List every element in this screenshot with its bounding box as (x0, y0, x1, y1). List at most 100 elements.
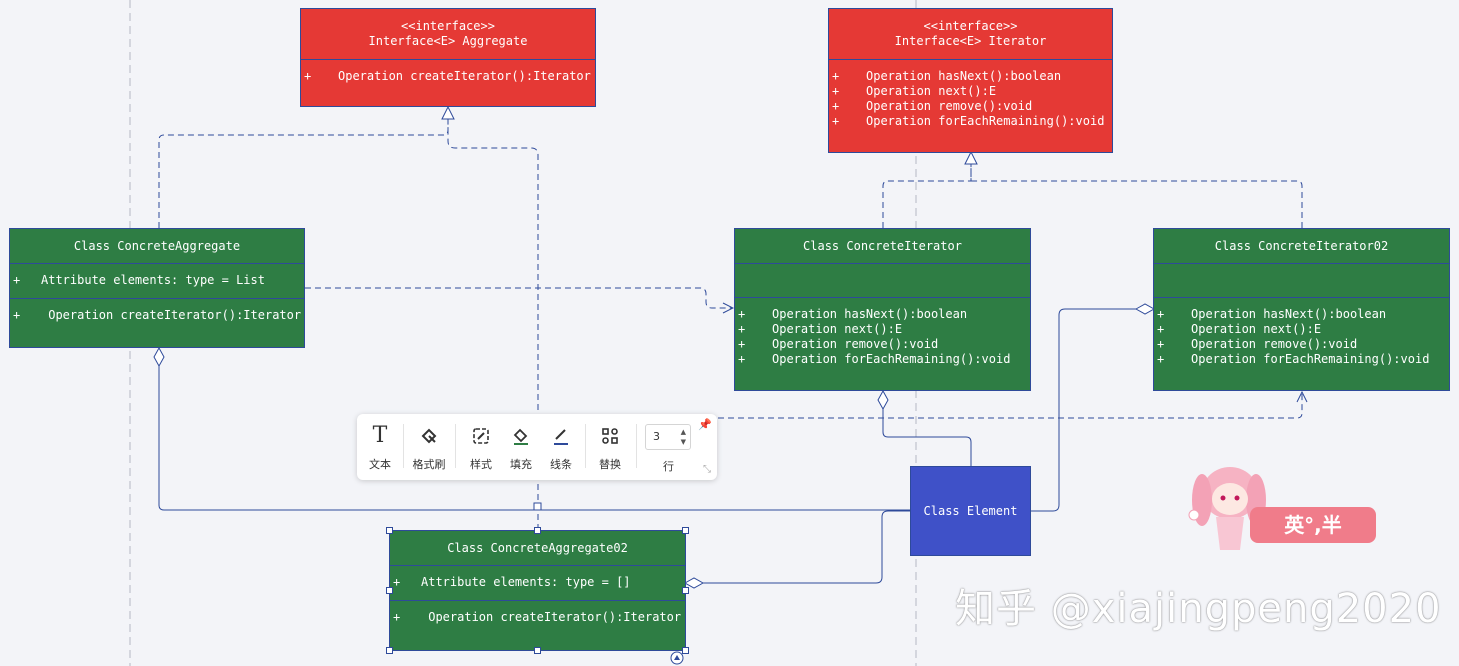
toolbar-format-painter-button[interactable]: 格式刷 (409, 422, 449, 472)
toolbar-replace-button[interactable]: 替换 (590, 422, 630, 472)
aggregate-interface-header: <<interface>> Interface<E> Aggregate (301, 9, 595, 59)
attribute-row: +Attribute elements: type = [] (393, 575, 631, 589)
ime-mode-label: 英°,半 (1250, 507, 1376, 543)
attributes-section (1154, 263, 1449, 297)
replace-shapes-icon (590, 422, 630, 450)
realization-edge-aggregate02[interactable] (447, 110, 539, 530)
operation-row: +Operation hasNext():boolean (832, 69, 1062, 83)
resize-handle-se[interactable] (682, 647, 689, 654)
resize-handle-e[interactable] (682, 587, 689, 594)
class-header: Class ConcreteAggregate02 (390, 531, 685, 565)
connector-handle[interactable] (533, 502, 542, 511)
row-label: 行 (663, 460, 674, 473)
operations-section: + Operation createIterator():Iterator (390, 600, 685, 650)
operations-section: +Operation hasNext():boolean +Operation … (1154, 297, 1449, 390)
resize-handle-ne[interactable] (682, 527, 689, 534)
realization-edge-aggregate[interactable] (158, 110, 449, 228)
stereotype-label: <<interface>> (401, 19, 495, 33)
aggregate-triangle (441, 105, 455, 120)
attributes-section: +Attribute elements: type = List (10, 263, 304, 298)
text-icon: T (372, 423, 388, 448)
fill-bucket-icon (501, 422, 541, 450)
class-header: Class ConcreteAggregate (10, 229, 304, 263)
operation-row: +Operation forEachRemaining():void (738, 352, 1011, 366)
operation-row: + Operation createIterator():Iterator (393, 610, 682, 624)
pin-icon[interactable]: 📌 (698, 418, 712, 431)
class-name: Class ConcreteAggregate (73, 238, 241, 253)
floating-format-toolbar: T 文本 格式刷 样式 填充 线条 替换 3 ▲ ▼ (357, 414, 717, 480)
stereotype-label: <<interface>> (923, 19, 1018, 33)
aggregation-diamond (877, 389, 889, 411)
attributes-section (735, 263, 1030, 297)
concrete-iterator-box[interactable]: Class ConcreteIterator +Operation hasNex… (734, 228, 1031, 391)
operation-row: +Operation remove():void (832, 99, 1033, 113)
resize-handle-sw[interactable] (386, 647, 393, 654)
toolbar-fill-button[interactable]: 填充 (501, 422, 541, 472)
pen-line-icon (541, 422, 581, 450)
interface-name: Interface<E> Aggregate (368, 34, 528, 48)
iterator-interface-header: <<interface>> Interface<E> Iterator (829, 9, 1112, 59)
operations-section: +Operation hasNext():boolean +Operation … (735, 297, 1030, 390)
brush-icon (409, 422, 449, 450)
operation-row: + Operation createIterator():Iterator (13, 308, 302, 322)
class-name: Class ConcreteAggregate02 (447, 540, 628, 555)
operations-section: +Operation hasNext():boolean +Operation … (829, 59, 1112, 152)
aggregation-edge-iterator02[interactable] (1031, 308, 1136, 512)
dependency-edge-iterator02[interactable] (538, 392, 1302, 419)
operation-row: +Operation forEachRemaining():void (832, 114, 1105, 128)
toolbar-divider (585, 424, 586, 468)
stepper-up-icon[interactable]: ▲ (680, 428, 686, 436)
toolbar-line-button[interactable]: 线条 (541, 422, 581, 472)
style-icon (461, 422, 501, 450)
toolbar-divider (403, 424, 404, 468)
interface-name: Interface<E> Iterator (894, 34, 1047, 48)
class-name: Class Element (923, 504, 1018, 518)
resize-handle-w[interactable] (386, 587, 393, 594)
operations-section: +Operation createIterator():Iterator (301, 59, 595, 106)
aggregation-edge-iterator[interactable] (882, 409, 972, 466)
aggregation-edge-aggregate[interactable] (158, 366, 910, 511)
operation-row: +Operation hasNext():boolean (738, 307, 968, 321)
concrete-aggregate02-box[interactable]: Class ConcreteAggregate02 +Attribute ele… (389, 530, 686, 651)
operation-row: +Operation forEachRemaining():void (1157, 352, 1430, 366)
operation-row: +Operation hasNext():boolean (1157, 307, 1387, 321)
row-count-stepper[interactable]: 3 ▲ ▼ (645, 424, 691, 450)
toolbar-text-button[interactable]: T 文本 (360, 422, 400, 472)
class-name: Class ConcreteIterator02 (1214, 238, 1389, 253)
concrete-iterator02-box[interactable]: Class ConcreteIterator02 +Operation hasN… (1153, 228, 1450, 391)
operation-row: +Operation remove():void (738, 337, 939, 351)
toolbar-style-button[interactable]: 样式 (461, 422, 501, 472)
aggregate-interface-box[interactable]: <<interface>> Interface<E> Aggregate +Op… (300, 8, 596, 107)
aggregation-diamond (1134, 303, 1156, 315)
operation-row: +Operation createIterator():Iterator (304, 69, 591, 83)
class-name: Class ConcreteIterator (803, 238, 962, 253)
class-header: Class ConcreteIterator (735, 229, 1030, 263)
attribute-row: +Attribute elements: type = List (13, 273, 265, 287)
row-count-value[interactable]: 3 (653, 430, 660, 443)
aggregation-edge-aggregate02[interactable] (703, 510, 910, 584)
resize-handle-s[interactable] (534, 647, 541, 654)
element-box[interactable]: Class Element (910, 466, 1031, 556)
concrete-aggregate-box[interactable]: Class ConcreteAggregate +Attribute eleme… (9, 228, 305, 348)
aggregation-diamond (153, 346, 165, 368)
aggregation-diamond (683, 577, 705, 589)
resize-handle-n[interactable] (534, 527, 541, 534)
toolbar-divider (455, 424, 456, 468)
iterator-interface-box[interactable]: <<interface>> Interface<E> Iterator +Ope… (828, 8, 1113, 153)
resize-corner-icon[interactable]: ⤡ (703, 464, 711, 475)
dependency-edge-iterator[interactable] (305, 287, 733, 308)
rotate-handle-arrow (674, 655, 680, 660)
operation-row: +Operation next():E (738, 322, 903, 336)
resize-handle-nw[interactable] (386, 527, 393, 534)
class-header: Class ConcreteIterator02 (1154, 229, 1449, 263)
realization-edge-iterator02[interactable] (970, 163, 1303, 228)
stepper-down-icon[interactable]: ▼ (680, 438, 686, 446)
realization-edge-iterator[interactable] (882, 163, 972, 228)
watermark: 知乎 @xiajingpeng2020 (955, 586, 1442, 632)
operations-section: + Operation createIterator():Iterator (10, 298, 304, 347)
toolbar-divider (636, 424, 637, 468)
ime-status-badge[interactable]: 英°,半 (1180, 455, 1380, 555)
operation-row: +Operation next():E (1157, 322, 1322, 336)
attributes-section: +Attribute elements: type = [] (390, 565, 685, 600)
iterator-triangle (964, 150, 978, 165)
